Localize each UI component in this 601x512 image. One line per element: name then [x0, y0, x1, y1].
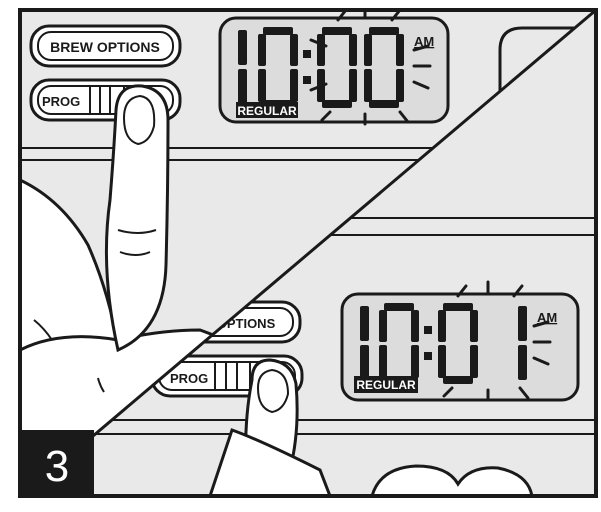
brew-options-label: BREW OPTIONS	[50, 39, 160, 55]
mode-badge-2: REGULAR	[356, 378, 416, 392]
blink-rays-icon-2	[442, 280, 552, 402]
mode-badge-background-2	[354, 376, 418, 393]
cup-outline	[370, 464, 534, 496]
meridiem-indicator: AM	[414, 34, 434, 49]
pointing-finger-icon	[104, 84, 170, 353]
step-number: 3	[45, 442, 69, 491]
mode-badge: REGULAR	[237, 104, 297, 118]
lcd-display: AM REGULAR	[218, 10, 450, 126]
split-divider	[79, 8, 597, 449]
prog-label: PROG	[42, 94, 80, 109]
time-digits	[238, 27, 404, 108]
illustration-frame	[18, 8, 598, 498]
pointing-finger-icon-2	[207, 358, 333, 496]
adjacent-control-edge	[498, 26, 596, 140]
step-badge	[20, 430, 94, 496]
mode-badge-background	[236, 102, 298, 118]
lcd-display-2: AM REGULAR	[340, 280, 580, 402]
brew-options-button[interactable]: BREW OPTIONS	[29, 24, 182, 68]
meridiem-indicator-2: AM	[537, 310, 557, 325]
prog-label-2: PROG	[170, 371, 208, 386]
time-digits-2	[360, 303, 527, 384]
